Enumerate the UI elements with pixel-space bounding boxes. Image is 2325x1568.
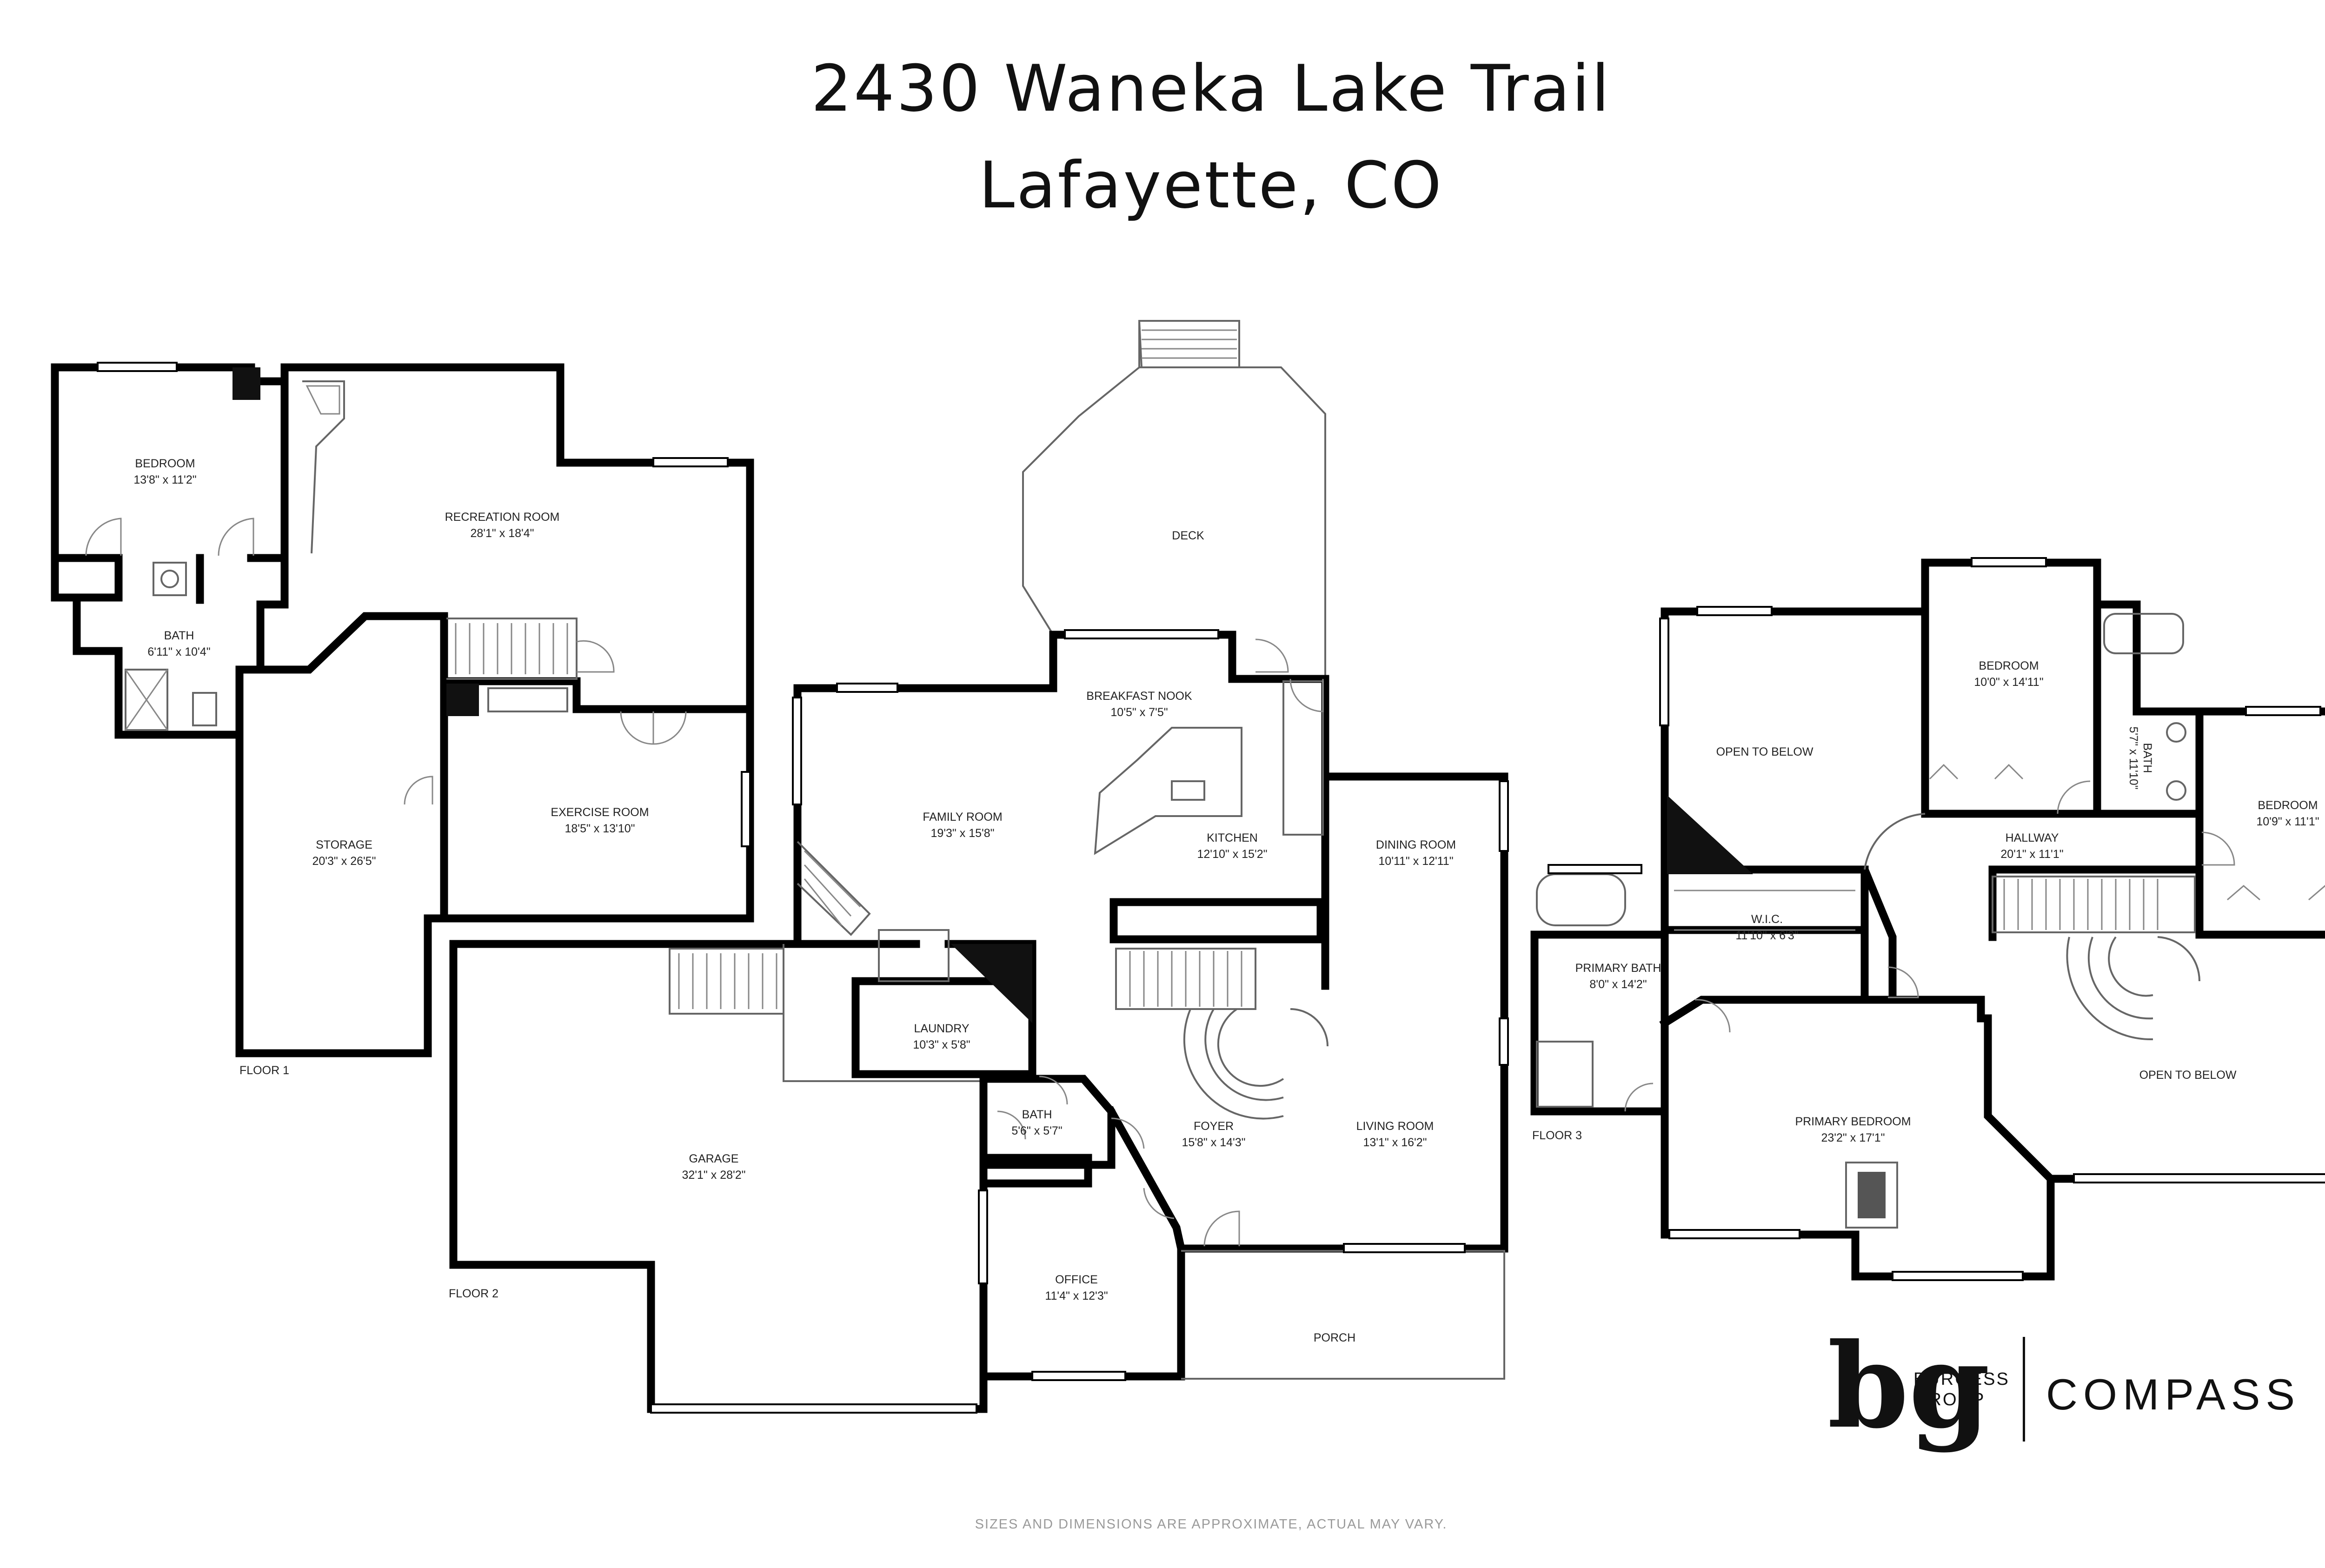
room-size: 23'2" x 17'1" (1821, 1131, 1885, 1144)
room-label: DINING ROOM (1376, 838, 1456, 851)
room-label: BREAKFAST NOOK (1086, 690, 1192, 703)
room-size: 10'5" x 7'5" (1110, 706, 1168, 719)
brand-divider (2023, 1337, 2025, 1442)
room-label: STORAGE (316, 838, 372, 851)
floor-2-plan: DECK BREAKFAST NOOK 10'5" x 7'5" FAMILY … (449, 320, 1509, 1414)
room-label: BATH (1022, 1108, 1052, 1121)
disclaimer-text: SIZES AND DIMENSIONS ARE APPROXIMATE, AC… (975, 1517, 1448, 1532)
room-label: BATH (2141, 743, 2154, 773)
room-size: 28'1" x 18'4" (470, 527, 534, 540)
room-label: BEDROOM (1979, 659, 2039, 672)
room-label: BATH (164, 629, 194, 642)
room-label: HALLWAY (2006, 831, 2059, 844)
room-label: LAUNDRY (914, 1022, 969, 1035)
room-size: 18'5" x 13'10" (565, 822, 635, 835)
room-label: PRIMARY BATH (1575, 962, 1661, 975)
room-label: PORCH (1314, 1331, 1355, 1344)
room-size: 11'4" x 12'3" (1045, 1289, 1108, 1302)
room-size: 10'11" x 12'11" (1378, 855, 1453, 868)
brand-line-1: BURGESS (1913, 1369, 2010, 1389)
room-size: 5'6" x 5'7" (1011, 1124, 1062, 1137)
room-label: KITCHEN (1207, 831, 1258, 844)
room-size: 10'3" x 5'8" (913, 1038, 970, 1051)
burgess-group-logo: bg (1827, 1317, 1990, 1454)
room-label: BEDROOM (2258, 799, 2318, 812)
room-label: GARAGE (689, 1152, 739, 1165)
room-label: RECREATION ROOM (445, 511, 560, 524)
room-size: 10'0" x 14'11" (1974, 676, 2043, 689)
room-label: FOYER (1194, 1120, 1234, 1133)
room-size: 12'10" x 15'2" (1197, 848, 1267, 861)
brand-line-2: GROUP (1913, 1389, 1986, 1409)
compass-logo: COMPASS (2046, 1370, 2301, 1419)
floor-1-plan: BEDROOM 13'8" x 11'2" RECREATION ROOM 28… (51, 362, 754, 1077)
city-subtitle: Lafayette, CO (979, 148, 1443, 223)
room-size: 8'0" x 14'2" (1589, 978, 1647, 991)
room-label: FAMILY ROOM (923, 811, 1002, 824)
room-label: OFFICE (1055, 1273, 1098, 1286)
room-label: LIVING ROOM (1356, 1120, 1434, 1133)
burgess-group-name: BURGESS GROUP (1913, 1369, 2010, 1410)
room-size: 13'1" x 16'2" (1363, 1136, 1427, 1149)
room-label: EXERCISE ROOM (551, 806, 649, 819)
floor-3-label: FLOOR 3 (1532, 1129, 1582, 1142)
room-size: 15'8" x 14'3" (1182, 1136, 1245, 1149)
room-label: BEDROOM (135, 457, 195, 470)
room-label: DECK (1172, 529, 1204, 542)
room-size: 5'7" x 11'10" (2127, 726, 2140, 789)
address-title: 2430 Waneka Lake Trail (811, 51, 1611, 126)
room-size: 6'11" x 10'4" (147, 645, 210, 658)
room-label: PRIMARY BEDROOM (1795, 1115, 1911, 1128)
room-label: W.I.C. (1751, 913, 1783, 926)
room-label: OPEN TO BELOW (2139, 1069, 2237, 1082)
room-size: 10'9" x 11'1" (2256, 815, 2319, 828)
room-size: 32'1" x 28'2" (682, 1169, 745, 1182)
floor-3-plan: OPEN TO BELOW BEDROOM 10'0" x 14'11" BAT… (1530, 557, 2325, 1281)
room-size: 20'1" x 11'1" (2000, 848, 2063, 861)
room-size: 19'3" x 15'8" (930, 827, 994, 840)
room-label: OPEN TO BELOW (1716, 745, 1814, 758)
room-size: 20'3" x 26'5" (312, 855, 376, 868)
brand-lockup: bg BURGESS GROUP COMPASS (1827, 1328, 2325, 1448)
floor-1-label: FLOOR 1 (239, 1064, 289, 1077)
room-size: 13'8" x 11'2" (133, 473, 196, 486)
floor-2-label: FLOOR 2 (449, 1287, 498, 1300)
room-size: 11'10" x 6'3" (1735, 929, 1798, 942)
